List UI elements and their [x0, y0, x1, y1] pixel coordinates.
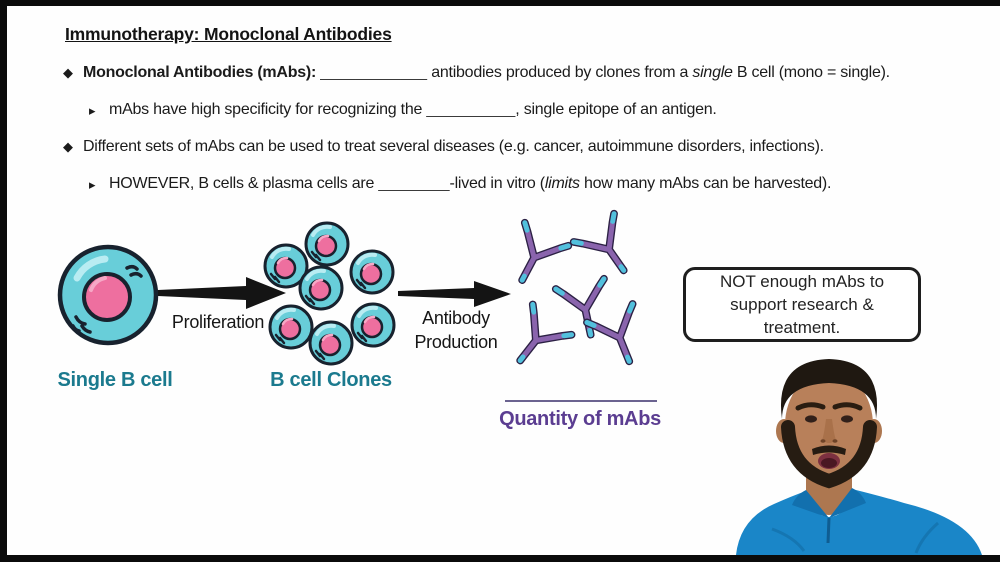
diamond-bullet-icon: ◆: [63, 139, 73, 154]
single-b-cell-illustration: [57, 244, 159, 346]
b-cell-clones-label: B cell Clones: [270, 369, 392, 391]
proliferation-label: Proliferation: [171, 312, 265, 332]
bullet-line-3: ◆ Different sets of mAbs can be used to t…: [63, 136, 988, 158]
line2-tail: , single epitope of an antigen.: [515, 101, 717, 118]
line2-lead: mAbs have high specificity for recognizi…: [109, 101, 423, 118]
fill-in-blank: ____________: [320, 64, 428, 81]
antibody-production-label: Antibody Production: [414, 308, 498, 352]
page-title: Immunotherapy: Monoclonal Antibodies: [65, 24, 392, 44]
line1-lead: Monoclonal Antibodies (mAbs):: [83, 64, 317, 81]
bullet-line-1: ◆ Monoclonal Antibodies (mAbs): _________…: [63, 62, 988, 84]
line4-tail: how many mAbs can be harvested).: [583, 175, 832, 192]
lecture-notes: ◆Monoclonal Antibodies (mAbs): _________…: [63, 62, 988, 210]
b-cell-clones-illustration: [263, 221, 396, 366]
line3-text: Different sets of mAbs can be used to tr…: [83, 138, 824, 155]
proliferation-arrow-icon: [158, 277, 286, 309]
quantity-of-mabs-label: Quantity of mAbs: [499, 408, 661, 430]
fill-in-blank: ________: [378, 175, 450, 192]
bullet-line-2: ▸ mAbs have high specificity for recogniz…: [89, 99, 988, 121]
line4-italic: limits: [544, 175, 580, 192]
line1-mid: antibodies produced by clones from a: [431, 64, 689, 81]
line4-mid: -lived in vitro (: [449, 175, 546, 192]
antibody-production-arrow-icon: [398, 281, 511, 307]
callout-note: NOT enough mAbs to support research & tr…: [683, 267, 921, 342]
slide-canvas: Immunotherapy: Monoclonal Antibodies ◆ Mo…: [7, 6, 1000, 555]
triangle-bullet-icon: ▸: [89, 103, 96, 118]
single-b-cell-label: Single B cell: [57, 369, 173, 391]
line1-tail: B cell (mono = single).: [736, 64, 890, 81]
presenter-video-overlay: [736, 359, 982, 555]
triangle-bullet-icon: ▸: [89, 177, 96, 192]
line4-lead: HOWEVER, B cells & plasma cells are: [109, 175, 375, 192]
quantity-underline: [505, 400, 657, 402]
line1-italic: single: [692, 64, 733, 81]
bullet-line-4: ▸ HOWEVER, B cells & plasma cells are ___…: [89, 173, 988, 195]
fill-in-blank: __________: [426, 101, 516, 118]
diamond-bullet-icon: ◆: [63, 65, 73, 80]
